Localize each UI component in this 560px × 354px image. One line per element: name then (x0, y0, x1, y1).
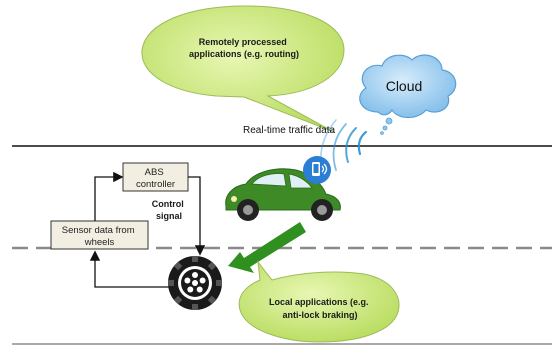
cloud-icon: Cloud (359, 54, 457, 135)
cloud-label: Cloud (386, 78, 423, 94)
svg-text:Sensor data from wheels: Sensor data from wheels (62, 225, 138, 248)
abs-line1: ABS (145, 167, 164, 178)
local-apps-bubble: Local applications (e.g. anti-lock braki… (238, 260, 400, 343)
svg-text:Remotely processed appli: Remotely processed applications (e.g. ro… (189, 37, 299, 59)
sensor-line2: wheels (84, 237, 115, 248)
svg-text:Local applications (e.g.: Local applications (e.g. anti-lock braki… (269, 297, 371, 320)
signal-waves-icon (320, 119, 368, 179)
tire-icon (168, 256, 222, 310)
abs-line2: controller (136, 179, 175, 190)
remote-bubble-line2: applications (e.g. routing) (189, 49, 299, 59)
feedback-loop-arrows (89, 171, 206, 288)
remote-bubble-line1: Remotely processed (199, 37, 287, 47)
remote-apps-bubble: Remotely processed applications (e.g. ro… (141, 5, 345, 133)
abs-controller-box: ABS controller (122, 162, 189, 192)
car-to-tire-arrow (228, 222, 306, 273)
svg-text:Control signal: Control signal (152, 199, 187, 221)
sensor-line1: Sensor data from (62, 225, 135, 236)
control-signal-line1: Control (152, 199, 184, 209)
phone-icon (303, 156, 331, 184)
control-signal-line2: signal (156, 211, 182, 221)
svg-text:ABS controller: ABS controller (136, 167, 175, 190)
local-bubble-line1: Local applications (e.g. (269, 297, 369, 307)
traffic-data-label: Real-time traffic data (243, 125, 336, 136)
sensor-data-box: Sensor data from wheels (50, 220, 149, 250)
local-bubble-line2: anti-lock braking) (282, 310, 357, 320)
